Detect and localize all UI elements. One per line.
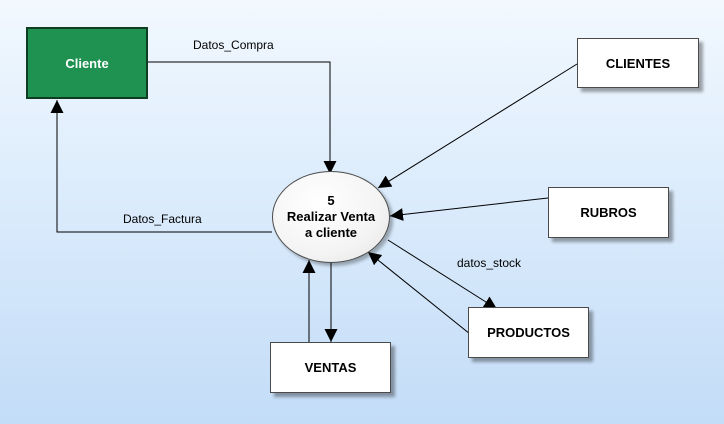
flow-datos-stock-line	[387, 239, 498, 310]
process-realizar-venta[interactable]: 5 Realizar Venta a cliente	[272, 171, 390, 263]
data-store-ventas-label: VENTAS	[304, 360, 357, 375]
flow-datos-compra-line	[148, 61, 337, 174]
data-store-productos[interactable]: PRODUCTOS	[468, 307, 589, 358]
flow-rubros-line	[389, 197, 549, 221]
data-store-ventas[interactable]: VENTAS	[270, 342, 391, 393]
data-store-rubros[interactable]: RUBROS	[548, 187, 669, 238]
data-store-rubros-label: RUBROS	[580, 205, 637, 220]
external-entity-cliente[interactable]: Cliente	[26, 27, 148, 99]
data-store-productos-label: PRODUCTOS	[487, 325, 570, 340]
process-title-line1: Realizar Venta	[286, 209, 376, 224]
flow-datos-factura-line	[50, 100, 272, 233]
data-store-clientes-label: CLIENTES	[605, 55, 671, 71]
flow-label-datos-stock: datos_stock	[457, 256, 522, 270]
process-number: 5	[327, 193, 335, 208]
flow-productos-line	[367, 251, 471, 335]
data-store-clientes[interactable]: CLIENTES	[577, 38, 699, 88]
flow-clientes-line	[377, 63, 578, 189]
process-title-line2: a cliente	[304, 225, 358, 240]
flow-label-datos-factura: Datos_Factura	[123, 212, 202, 226]
flow-label-datos-compra: Datos_Compra	[193, 38, 274, 52]
external-entity-cliente-label: Cliente	[65, 55, 109, 71]
